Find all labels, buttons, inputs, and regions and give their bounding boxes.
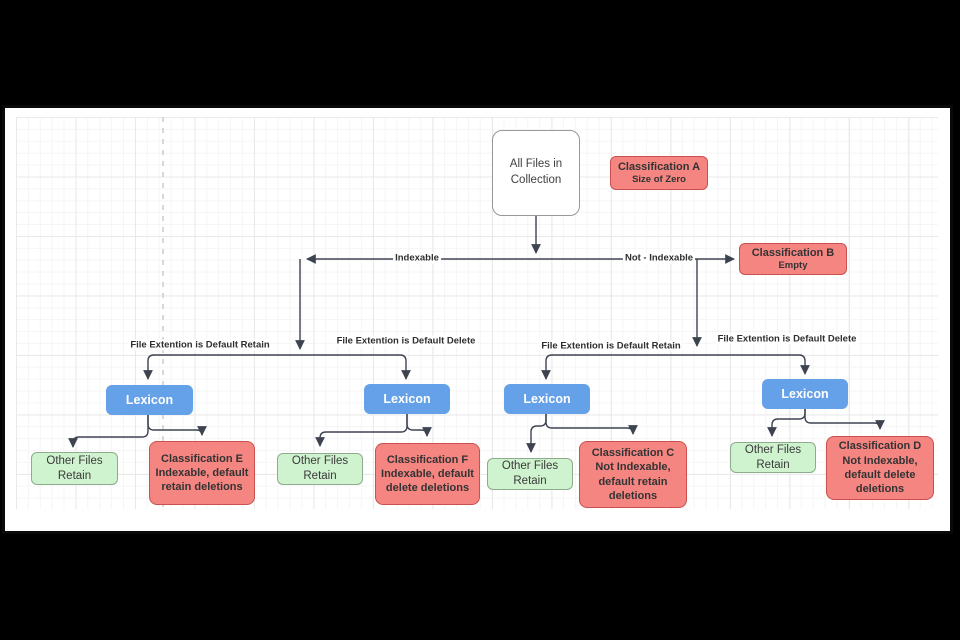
- node-other-files-1[interactable]: Other Files Retain: [31, 452, 118, 485]
- node-label: Other Files Retain: [501, 460, 559, 487]
- edge-label-left-default-retain: File Extention is Default Retain: [128, 339, 272, 351]
- node-subtitle: Empty: [778, 260, 808, 272]
- node-classification-c[interactable]: Classification C Not Indexable, default …: [579, 441, 687, 508]
- node-label: Lexicon: [781, 387, 829, 401]
- node-lexicon-3[interactable]: Lexicon: [504, 384, 590, 414]
- node-label: Other Files Retain: [291, 455, 349, 482]
- node-label: Lexicon: [125, 393, 174, 407]
- node-label: Lexicon: [383, 392, 431, 406]
- edge-label-right-default-retain: File Extention is Default Retain: [539, 340, 683, 352]
- edge-right-splitter: [541, 354, 810, 380]
- node-label: All Files in Collection: [509, 158, 563, 186]
- edge-lexicon4-classification-d: [804, 409, 885, 430]
- node-title: Classification A: [617, 161, 701, 174]
- node-classification-b[interactable]: Classification B Empty: [739, 243, 847, 275]
- node-title: Classification D: [838, 440, 922, 453]
- node-all-files[interactable]: All Files in Collection: [492, 130, 580, 216]
- node-other-files-3[interactable]: Other Files Retain: [487, 458, 573, 490]
- node-classification-e[interactable]: Classification E Indexable, default reta…: [149, 441, 255, 505]
- edge-lexicon3-other: [526, 414, 547, 453]
- edge-label-right-default-delete: File Extention is Default Delete: [715, 333, 859, 345]
- node-title: Classification E: [161, 452, 243, 465]
- edge-lexicon1-classification-e: [147, 414, 207, 436]
- node-label: Other Files Retain: [46, 454, 103, 482]
- node-lexicon-1[interactable]: Lexicon: [106, 385, 193, 415]
- node-title: Classification C: [591, 446, 675, 459]
- edge-label-not-indexable: Not - Indexable: [622, 252, 696, 264]
- node-title: Classification F: [386, 453, 469, 466]
- node-other-files-4[interactable]: Other Files Retain: [730, 442, 816, 473]
- edge-lexicon2-classification-f: [406, 414, 432, 437]
- node-subtitle: Size of Zero: [632, 174, 686, 186]
- page-break-dashed-line: [162, 117, 164, 507]
- node-lexicon-2[interactable]: Lexicon: [364, 384, 450, 414]
- edge-left-splitter: [143, 354, 411, 380]
- edge-lexicon4-other: [767, 409, 806, 437]
- edge-lexicon2-other: [315, 414, 408, 447]
- edge-label-indexable: Indexable: [393, 252, 441, 264]
- node-subtitle: Indexable, default delete deletions: [381, 467, 474, 495]
- node-classification-d[interactable]: Classification D Not Indexable, default …: [826, 436, 934, 500]
- node-label: Lexicon: [523, 392, 571, 406]
- node-subtitle: Not Indexable, default delete deletions: [842, 454, 918, 496]
- node-label: Other Files Retain: [744, 443, 802, 471]
- node-subtitle: Not Indexable, default retain deletions: [595, 461, 671, 502]
- node-subtitle: Indexable, default retain deletions: [155, 466, 249, 494]
- node-title: Classification B: [751, 247, 835, 260]
- edge-label-left-default-delete: File Extention is Default Delete: [334, 335, 478, 347]
- node-classification-f[interactable]: Classification F Indexable, default dele…: [375, 443, 480, 505]
- node-other-files-2[interactable]: Other Files Retain: [277, 453, 363, 485]
- node-lexicon-4[interactable]: Lexicon: [762, 379, 848, 409]
- node-classification-a[interactable]: Classification A Size of Zero: [610, 156, 708, 190]
- edge-lexicon1-other: [68, 414, 149, 448]
- edge-lexicon3-classification-c: [545, 414, 638, 435]
